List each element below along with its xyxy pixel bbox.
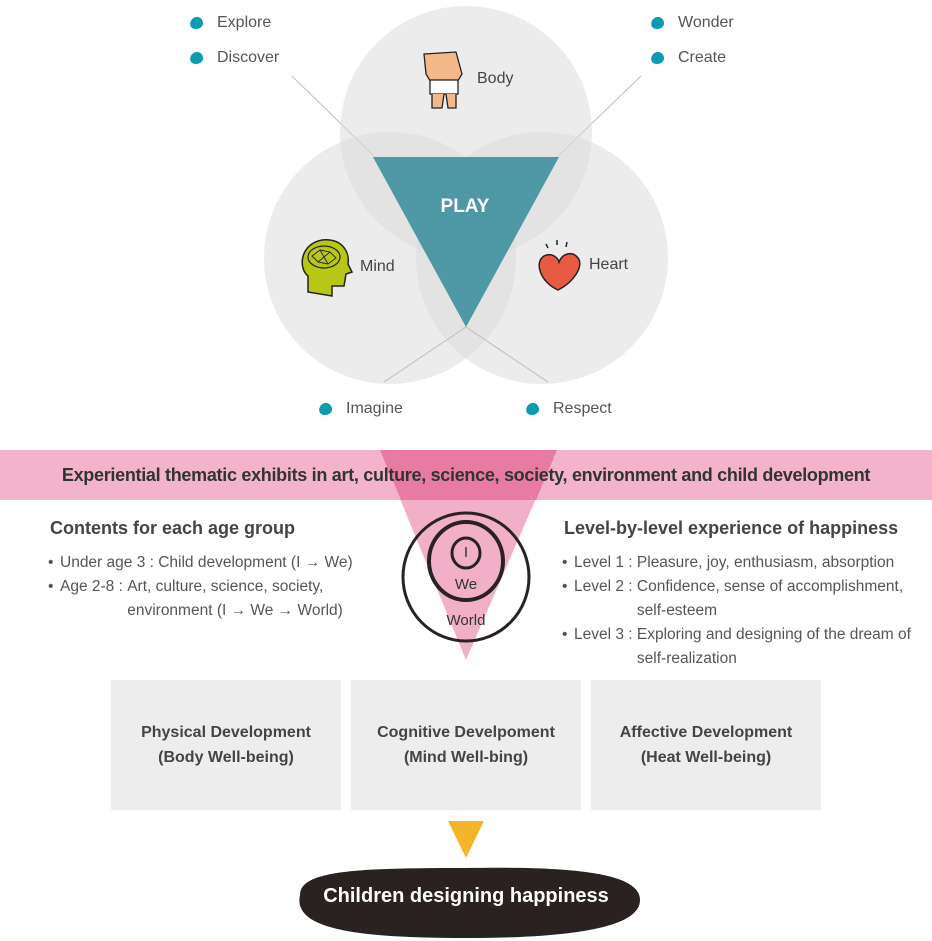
bullet: • (48, 578, 54, 595)
age-group-list: • Under age 3 : Child development (I → W… (48, 551, 378, 623)
pink-funnel (380, 450, 557, 660)
ring-label-i: I (463, 544, 469, 561)
banner-overlap (380, 450, 557, 500)
development-box-cognitive: Cognitive Develpoment (Mind Well-bing) (351, 680, 581, 810)
item-value: Child development (I → We) (158, 554, 353, 571)
bullet-dot-icon (650, 15, 665, 31)
ring-we (427, 520, 505, 602)
list-item: • Age 2-8 : Art, culture, science, socie… (48, 575, 378, 623)
result-text: Children designing happiness (323, 885, 609, 907)
box-subtitle: (Body Well-being) (158, 749, 294, 766)
tag-respect: Respect (525, 400, 612, 418)
item-key: Under age 3 : (60, 554, 159, 571)
tag-label: Wonder (678, 14, 734, 31)
bullet-dot-icon (189, 15, 204, 31)
box-subtitle: (Mind Well-bing) (403, 749, 529, 766)
circle-label-mind: Mind (360, 258, 395, 275)
child-body-icon (423, 51, 463, 109)
head-brain-icon (301, 239, 354, 297)
result-blob (299, 867, 640, 938)
tag-label: Respect (553, 400, 612, 417)
ring-i (450, 536, 482, 570)
item-key: Age 2-8 : (60, 578, 128, 595)
item-value: Exploring and designing of the dream of … (636, 626, 911, 667)
happiness-title: Level-by-level experience of happiness (564, 518, 899, 538)
development-box-physical: Physical Development (Body Well-being) (111, 680, 341, 810)
bullet-dot-icon (650, 50, 665, 66)
list-item: • Under age 3 : Child development (I → W… (48, 551, 378, 575)
item-key: Level 2 : (574, 578, 637, 595)
item-value: Pleasure, joy, enthusiasm, absorption (636, 554, 895, 571)
connector-line (383, 326, 467, 383)
bullet-dot-icon (525, 401, 540, 417)
list-item: • Level 2 : Confidence, sense of accompl… (562, 575, 932, 623)
ring-label-world: World (446, 612, 486, 629)
list-item: • Level 1 : Pleasure, joy, enthusiasm, a… (562, 551, 932, 575)
tag-discover: Discover (189, 49, 280, 67)
tag-explore: Explore (189, 14, 272, 32)
happiness-list: • Level 1 : Pleasure, joy, enthusiasm, a… (562, 551, 932, 671)
circle-label-heart: Heart (589, 256, 629, 273)
ring-world (401, 511, 531, 643)
development-box-affective: Affective Development (Heat Well-being) (591, 680, 821, 810)
box-title: Cognitive Develpoment (377, 724, 555, 741)
connector-line (465, 326, 549, 383)
bullet: • (48, 554, 54, 571)
tag-label: Imagine (346, 400, 403, 417)
tag-imagine: Imagine (318, 400, 403, 418)
tag-label: Discover (217, 49, 280, 66)
tag-label: Explore (217, 14, 272, 31)
tag-label: Create (678, 49, 727, 66)
play-label: PLAY (440, 196, 490, 217)
item-key: Level 1 : (574, 554, 637, 571)
tag-create: Create (650, 49, 727, 67)
bullet: • (562, 578, 568, 595)
box-title: Affective Development (619, 724, 793, 741)
bullet-dot-icon (318, 401, 333, 417)
down-arrow (448, 821, 484, 858)
circle-label-body: Body (477, 70, 514, 87)
item-value: Art, culture, science, society, environm… (127, 578, 343, 619)
list-item: • Level 3 : Exploring and designing of t… (562, 623, 932, 671)
box-title: Physical Development (141, 724, 311, 741)
item-key: Level 3 : (574, 626, 637, 643)
age-group-title: Contents for each age group (50, 518, 296, 538)
ring-label-we: We (454, 576, 478, 593)
box-subtitle: (Heat Well-being) (640, 749, 772, 766)
play-triangle (373, 157, 559, 327)
heart-icon (538, 240, 581, 291)
bullet: • (562, 626, 568, 643)
tag-wonder: Wonder (650, 14, 734, 32)
item-value: Confidence, sense of accomplishment, sel… (636, 578, 904, 619)
bullet: • (562, 554, 568, 571)
bullet-dot-icon (189, 50, 204, 66)
banner-text: Experiential thematic exhibits in art, c… (61, 465, 871, 485)
